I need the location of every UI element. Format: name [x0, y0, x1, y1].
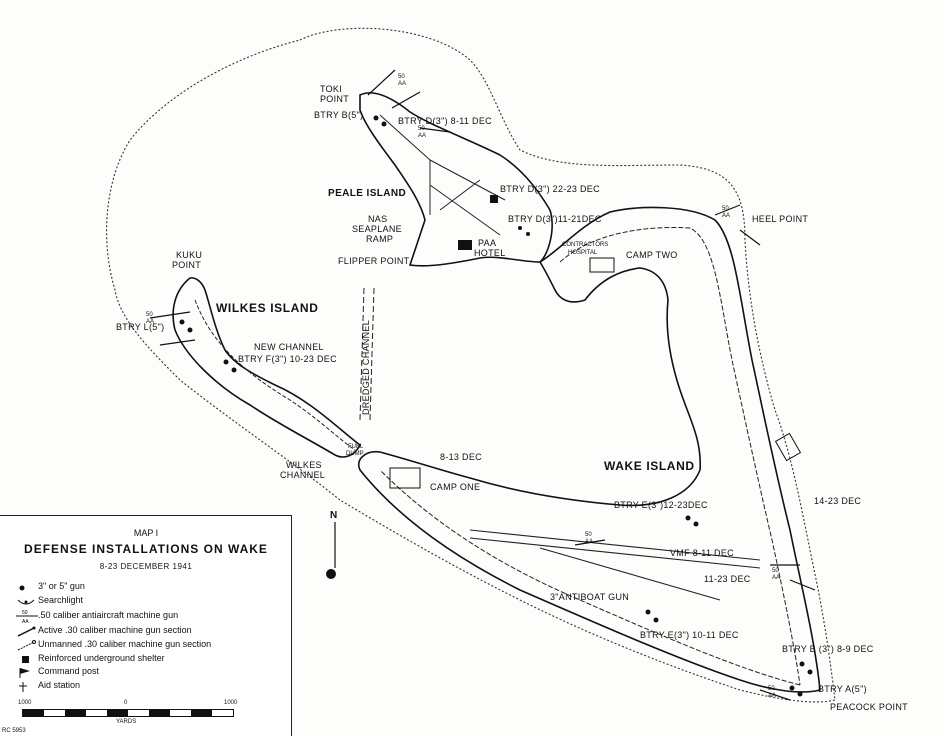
- gun-markers: [179, 115, 813, 697]
- wake-island-label: WAKE ISLAND: [604, 459, 695, 473]
- new-channel-label: NEW CHANNEL: [254, 342, 324, 352]
- wilkes-island-label: WILKES ISLAND: [216, 301, 318, 315]
- shelter-icon: [16, 654, 36, 666]
- legend-title: DEFENSE INSTALLATIONS ON WAKE: [24, 542, 268, 556]
- btry-d-marker: [490, 195, 498, 203]
- camp-two-label: CAMP TWO: [626, 250, 678, 260]
- scale-label-left: 1000: [18, 700, 32, 706]
- dredged-channel-lines: [359, 287, 375, 421]
- wilkes-road: [194, 299, 356, 451]
- searchlight-icon: [16, 596, 36, 608]
- btry-b-label: BTRY B(5"): [314, 110, 363, 120]
- aid-station-icon: [16, 681, 36, 693]
- gun-icon: [16, 582, 36, 594]
- legend-item-command-post: Command post: [38, 666, 100, 676]
- btry-d2-label: BTRY D(3") 22-23 DEC: [500, 184, 600, 194]
- scale-unit: YARDS: [116, 719, 137, 725]
- btry-f-label: BTRY F(3") 10-23 DEC: [238, 354, 337, 364]
- legend-item-gun: 3" or 5" gun: [38, 581, 85, 591]
- btry-a-label: BTRY A(5"): [818, 684, 867, 694]
- legend-item-active-mg: Active .30 caliber machine gun section: [38, 625, 192, 635]
- btry-b2-label: BTRY B (3") 8-9 DEC: [782, 644, 874, 654]
- machine-gun-arrows: [149, 69, 816, 701]
- scale-label-mid: 0: [124, 700, 128, 706]
- antiboat-gun-label: 3"ANTIBOAT GUN: [550, 592, 629, 602]
- camp-two-buildings: [589, 257, 615, 273]
- dredged-channel-label: DREDGED CHANNEL: [361, 320, 371, 415]
- svg-text:N: N: [330, 510, 338, 521]
- peale-roads: [379, 114, 506, 236]
- command-post-box: [774, 432, 802, 462]
- btry-l-label: BTRY L(5"): [116, 322, 164, 332]
- catalog-number: RC 5953: [2, 728, 26, 734]
- heel-point-label: HEEL POINT: [752, 214, 808, 224]
- legend-item-aa-mg: .50 caliber antiaircraft machine gun: [38, 610, 179, 620]
- vmf-label: VMF 8-11 DEC: [670, 548, 734, 558]
- svg-text:AA: AA: [22, 619, 29, 624]
- wilkes-island-shore: [172, 277, 362, 458]
- paa-hotel-marker: [458, 240, 472, 250]
- btry-e1-label: BTRY E(3")12-23DEC: [614, 500, 708, 510]
- scale-bar: [22, 709, 234, 717]
- peale-island-label: PEALE ISLAND: [328, 188, 406, 199]
- svg-text:50: 50: [22, 610, 28, 616]
- unmanned-mg-icon: [16, 640, 36, 652]
- btry-d1-label: BTRY D(3") 8-11 DEC: [398, 116, 492, 126]
- reef-outline: [106, 27, 836, 703]
- airstrip: [469, 529, 761, 601]
- legend-map-number: MAP I: [133, 528, 159, 538]
- camp-one-label: CAMP ONE: [430, 482, 480, 492]
- wake-perimeter-road: [379, 227, 801, 686]
- map-legend: MAP I DEFENSE INSTALLATIONS ON WAKE 8-23…: [0, 515, 292, 736]
- scale-label-right: 1000: [224, 700, 238, 706]
- dec-14-23-label: 14-23 DEC: [814, 496, 861, 506]
- command-post-icon: [16, 667, 36, 679]
- legend-item-shelter: Reinforced underground shelter: [38, 653, 165, 663]
- btry-d3-label: BTRY D(3")11-21DEC: [508, 214, 602, 224]
- camp-one-buildings: [389, 467, 421, 489]
- wake-island-shore: [358, 206, 821, 693]
- active-mg-icon: [16, 626, 36, 638]
- legend-item-aid-station: Aid station: [38, 680, 81, 690]
- vmf-11-23-label: 11-23 DEC: [704, 574, 751, 584]
- cp-8-13-label: 8-13 DEC: [440, 452, 482, 462]
- flipper-point-label: FLIPPER POINT: [338, 256, 410, 266]
- legend-item-searchlight: Searchlight: [38, 595, 84, 605]
- north-arrow: N: [326, 510, 338, 579]
- btry-e2-label: BTRY E(3") 10-11 DEC: [640, 630, 739, 640]
- legend-date: 8-23 DECEMBER 1941: [99, 562, 193, 571]
- peacock-point-label: PEACOCK POINT: [830, 702, 908, 712]
- legend-item-unmanned-mg: Unmanned .30 caliber machine gun section: [38, 639, 212, 649]
